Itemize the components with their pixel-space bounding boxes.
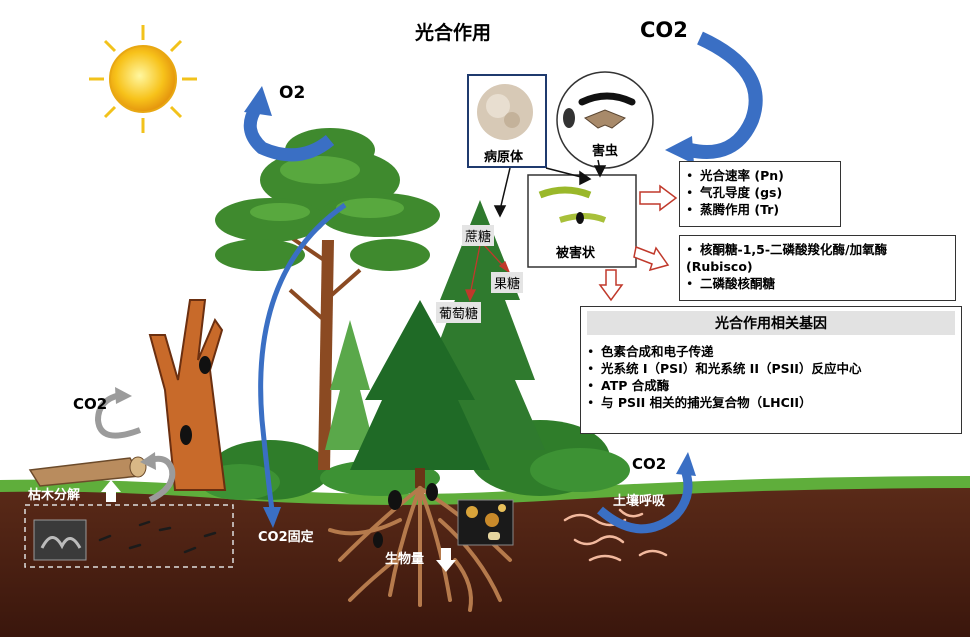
pest-label: 害虫: [592, 144, 619, 159]
spruce-tree: [325, 200, 545, 488]
sun-icon: [89, 25, 197, 133]
pest-image: [556, 71, 654, 169]
diagram-title: 光合作用: [415, 22, 492, 44]
pine-tree: [215, 128, 440, 470]
box2-item: 二磷酸核酮糖: [686, 275, 949, 292]
box1-item: 蒸腾作用 (Tr): [686, 201, 834, 218]
co2-fixation-label: CO2固定: [258, 530, 314, 545]
genes-item: 与 PSII 相关的捕光复合物（LHCII）: [587, 394, 955, 411]
co2-right-label: CO2: [632, 455, 667, 473]
enzyme-box: 核酮糖-1,5-二磷酸羧化酶/加氧酶 (Rubisco) 二磷酸核酮糖: [679, 235, 956, 301]
damage-label: 被害状: [556, 246, 596, 261]
genes-box-title: 光合作用相关基因: [587, 311, 955, 335]
fungus-photo: [457, 499, 514, 546]
co2-fixation-arrow: [258, 202, 347, 528]
sucrose-tag: 蔗糖: [462, 225, 495, 246]
insect-photo: [33, 519, 87, 561]
soil-respiration-label: 土壤呼吸: [613, 494, 666, 509]
co2-top-label: CO2: [640, 18, 688, 42]
box2-item: 核酮糖-1,5-二磷酸羧化酶/加氧酶 (Rubisco): [686, 241, 932, 275]
fallen-log: [28, 456, 147, 487]
genes-box: 光合作用相关基因 色素合成和电子传递 光系统 I（PSI）和光系统 II（PSI…: [580, 306, 962, 434]
connector-arrows: [493, 159, 607, 218]
co2-intake-arrow: [665, 31, 763, 164]
decomposition-up-arrow: [101, 480, 121, 502]
sugar-arrows: [465, 244, 511, 302]
biomass-label: 生物量: [385, 552, 425, 567]
deadwood-co2-arrow: [94, 387, 176, 503]
deadwood-decomposition-label: 枯木分解: [28, 488, 81, 503]
box1-item: 气孔导度 (gs): [686, 184, 834, 201]
biomass-down-arrow: [436, 548, 456, 572]
pathogen-image: [467, 74, 547, 168]
co2-left-label: CO2: [73, 395, 108, 413]
fructose-tag: 果糖: [491, 272, 524, 293]
decomposition-box: [24, 504, 234, 568]
genes-item: 光系统 I（PSI）和光系统 II（PSII）反应中心: [587, 360, 955, 377]
root-lesion: [373, 483, 438, 548]
o2-label: O2: [279, 83, 306, 103]
box1-item: 光合速率 (Pn): [686, 167, 834, 184]
ants: [98, 520, 217, 554]
o2-release-arrow: [243, 86, 335, 162]
hollow-arrows: [598, 184, 678, 302]
soil-layer: [0, 476, 970, 637]
soil-respiration-arrow: [597, 452, 696, 534]
photosynthesis-params-box: 光合速率 (Pn) 气孔导度 (gs) 蒸腾作用 (Tr): [679, 161, 841, 227]
glucose-tag: 葡萄糖: [436, 302, 482, 323]
pathogen-label: 病原体: [484, 150, 524, 165]
genes-item: ATP 合成酶: [587, 377, 955, 394]
dead-tree: [148, 299, 227, 491]
damage-image: [527, 174, 637, 268]
genes-item: 色素合成和电子传递: [587, 343, 955, 360]
